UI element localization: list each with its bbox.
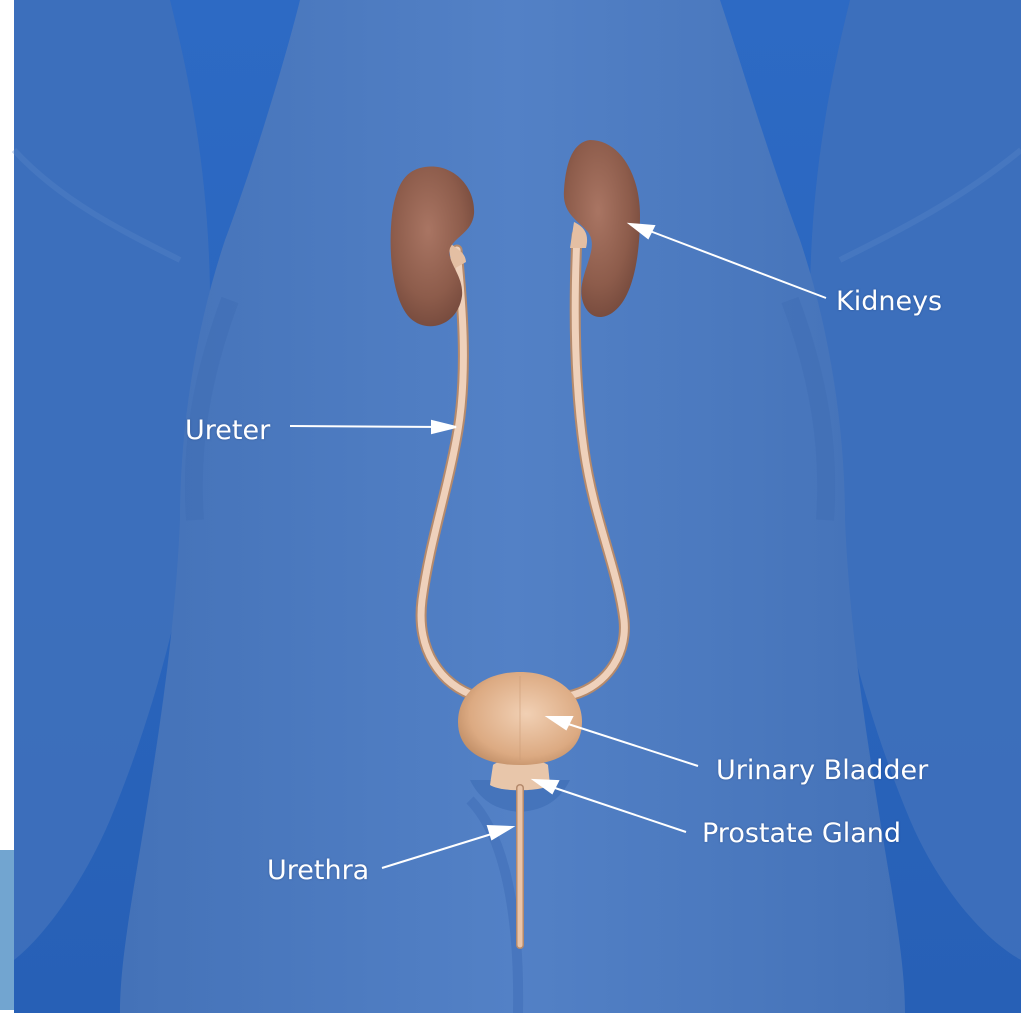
ureter-leader-line [290, 426, 446, 427]
urethra-label: Urethra [267, 854, 369, 888]
urinary-bladder-label: Urinary Bladder [716, 754, 928, 788]
kidneys-label: Kidneys [836, 285, 942, 319]
ureter-label: Ureter [185, 414, 270, 448]
left-margin-shade [0, 850, 14, 1010]
prostate-gland-label: Prostate Gland [702, 817, 901, 851]
